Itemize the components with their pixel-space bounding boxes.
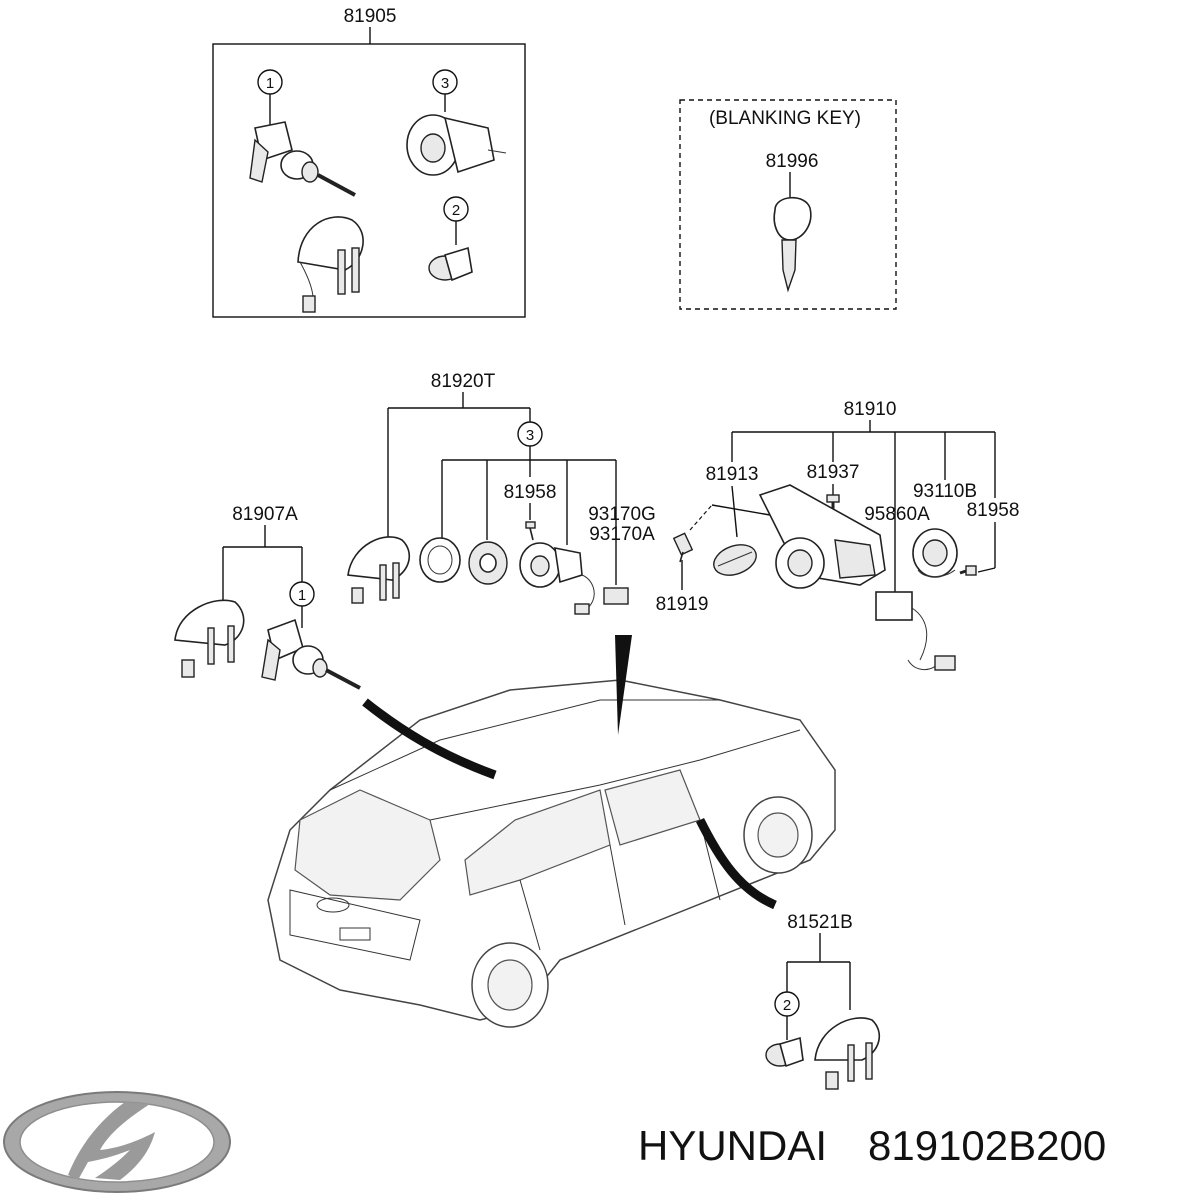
label-81907A: 81907A	[232, 504, 298, 525]
brand-name: HYUNDAI	[638, 1122, 827, 1169]
pin-icon	[672, 532, 694, 563]
steering-lock-body-icon	[758, 484, 886, 589]
label-81521B: 81521B	[787, 912, 853, 933]
key-fob-icon-c	[814, 1017, 881, 1090]
callout-3b: 3	[526, 427, 534, 444]
lock-ring-icon	[468, 541, 508, 585]
group-81910: 81910 81913 81937 93110B 95860A 81958 81…	[656, 399, 1020, 671]
label-93170A: 93170A	[589, 524, 655, 545]
key-set-icon	[297, 216, 364, 313]
screw-icon-c	[959, 565, 977, 576]
group-blanking-key: (BLANKING KEY) 81996	[679, 99, 897, 310]
label-81937: 81937	[807, 462, 860, 483]
blanking-key-frame	[679, 99, 897, 310]
label-93110B: 93110B	[913, 481, 977, 502]
wire-harness-icon	[574, 574, 629, 615]
callout-3: 3	[441, 75, 449, 92]
label-81905: 81905	[344, 6, 397, 27]
key-blank-icon	[713, 544, 757, 576]
callout-2b: 2	[783, 997, 791, 1014]
key-fob-icon-b	[174, 599, 245, 678]
key-fob-icon	[347, 536, 411, 604]
label-81958-a: 81958	[504, 482, 557, 503]
group-81905-frame	[212, 43, 526, 318]
label-93170G: 93170G	[588, 504, 656, 525]
group-81907A: 81907A 1	[174, 504, 361, 690]
immobilizer-coil-icon	[912, 528, 958, 578]
group-81521B: 81521B 2	[765, 912, 881, 1090]
door-lock-cylinder-icon	[249, 121, 356, 197]
blank-key-icon	[773, 196, 812, 293]
hyundai-logo-icon	[3, 1091, 231, 1193]
control-module-icon	[875, 591, 956, 671]
callout-1b: 1	[298, 587, 306, 604]
door-lock-cylinder-icon-c	[765, 1036, 804, 1068]
group-81905: 81905 1 3	[212, 6, 526, 318]
suv-vehicle-icon	[267, 635, 836, 1028]
trunk-lock-cylinder-icon	[428, 246, 473, 282]
part-number: 819102B200	[868, 1122, 1106, 1169]
label-81920T: 81920T	[431, 371, 496, 392]
label-81913: 81913	[706, 464, 759, 485]
label-81919: 81919	[656, 594, 709, 615]
label-81958-b: 81958	[967, 500, 1020, 521]
clamp-ring-icon	[419, 537, 461, 583]
ignition-cylinder-icon	[406, 114, 507, 176]
ignition-switch-icon	[519, 542, 583, 588]
label-81910: 81910	[844, 399, 897, 420]
callout-2: 2	[452, 202, 460, 219]
screw-icon	[525, 521, 536, 541]
label-95860A: 95860A	[864, 504, 930, 525]
door-lock-cylinder-icon-b	[261, 618, 361, 690]
blanking-key-title: (BLANKING KEY)	[709, 108, 861, 129]
callout-1: 1	[266, 75, 274, 92]
label-81996: 81996	[766, 151, 819, 172]
group-81920T: 81920T 3 81958 93170G 93170A	[347, 371, 656, 615]
